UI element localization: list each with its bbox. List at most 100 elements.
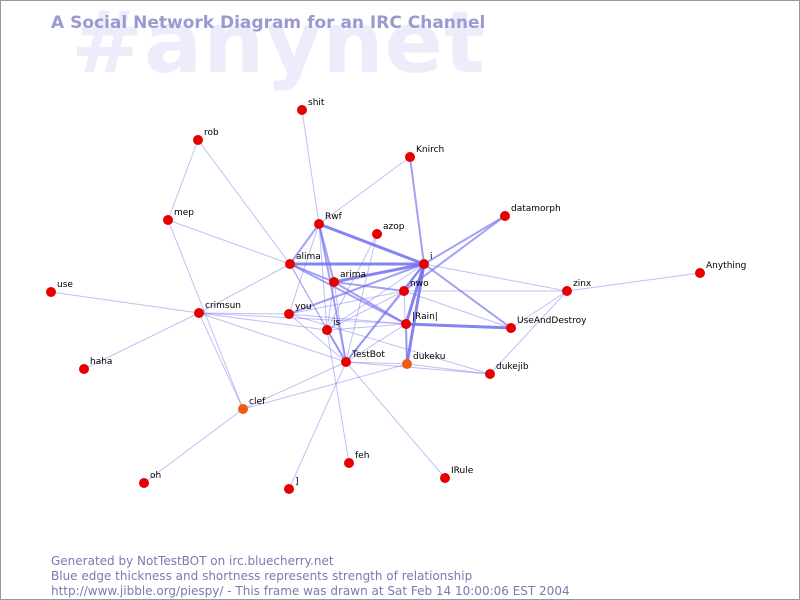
node-label-clef: clef [249, 397, 266, 407]
edge-arima-is [326, 281, 335, 331]
edge-clef-dukeku [242, 363, 408, 410]
edge-TestBot-bracket [288, 361, 347, 490]
node-oh: oh [139, 471, 161, 488]
node-label-use: use [57, 280, 73, 290]
node-TestBot: TestBot [341, 350, 385, 367]
edge-azop-is [326, 233, 378, 331]
edge-is-TestBot [326, 329, 347, 363]
node-label-bracket: ] [295, 477, 299, 487]
edge-Anything-zinx [566, 272, 701, 292]
node-dot-oh [139, 478, 149, 488]
node-clef: clef [238, 397, 266, 414]
node-label-UseAndDestroy: UseAndDestroy [517, 316, 587, 326]
edge-zinx-UseAndDestroy [510, 290, 568, 329]
node-label-crimsun: crimsun [205, 301, 241, 311]
node-dot-dukejib [485, 369, 495, 379]
footer: Generated by NotTestBOT on irc.bluecherr… [51, 554, 570, 599]
edge-nwo-TestBot [345, 290, 405, 363]
edge-Rain-UseAndDestroy [405, 322, 512, 330]
node-mep: mep [163, 208, 194, 225]
node-label-feh: feh [355, 451, 369, 461]
node-label-is: is [333, 318, 341, 328]
node-zinx: zinx [562, 279, 592, 296]
node-azop: azop [372, 222, 405, 239]
edge-i-is [326, 263, 425, 331]
node-label-alima: alima [296, 252, 321, 262]
node-dot-Knirch [405, 152, 415, 162]
edge-Rwf-alima [289, 223, 320, 265]
node-nwo: nwo [399, 279, 429, 296]
edge-layer [50, 109, 701, 490]
edge-rob-alima [197, 139, 291, 265]
node-dukeku: dukeku [402, 352, 445, 369]
node-label-TestBot: TestBot [351, 350, 385, 360]
footer-url-timestamp: http://www.jibble.org/piespy/ - This fra… [51, 584, 570, 598]
edge-i-you [288, 263, 425, 315]
node-dot-dukeku [402, 359, 412, 369]
edge-crimsun-TestBot [198, 312, 347, 363]
edge-Rain-TestBot [345, 323, 407, 363]
edge-crimsun-clef [198, 312, 244, 410]
edge-clef-oh [143, 408, 244, 484]
node-label-oh: oh [150, 471, 161, 481]
edge-i-dukeku [405, 263, 426, 365]
node-dot-nwo [399, 286, 409, 296]
node-dot-IRule [440, 473, 450, 483]
node-label-IRule: IRule [451, 466, 474, 476]
node-label-haha: haha [90, 357, 112, 367]
node-dot-arima [329, 277, 339, 287]
edge-i-TestBot [345, 263, 425, 363]
edge-is-feh [326, 329, 350, 464]
edge-Rain-is [326, 323, 407, 331]
edge-shit-Rwf [301, 109, 320, 225]
edge-Rwf-i [318, 222, 425, 266]
footer-generated-by: Generated by NotTestBOT on irc.bluecherr… [51, 554, 334, 568]
node-rob: rob [193, 128, 219, 145]
edge-crimsun-haha [83, 312, 200, 370]
node-dot-crimsun [194, 308, 204, 318]
node-dot-Rain [401, 319, 411, 329]
node-label-zinx: zinx [573, 279, 592, 289]
node-dot-Rwf [314, 219, 324, 229]
edge-crimsun-you [198, 312, 290, 315]
node-label-Rain: |Rain| [412, 312, 438, 322]
edge-i-UseAndDestroy [423, 263, 512, 329]
node-label-Rwf: Rwf [325, 212, 343, 222]
node-label-you: you [295, 302, 312, 312]
node-crimsun: crimsun [194, 301, 241, 318]
edge-crimsun-Rain [198, 312, 407, 325]
edge-TestBot-clef [242, 361, 347, 410]
node-dot-alima [285, 259, 295, 269]
edge-mep-alima [167, 219, 291, 265]
node-dot-Anything [695, 268, 705, 278]
node-dot-azop [372, 229, 382, 239]
edge-arima-nwo [333, 281, 405, 292]
edge-zinx-dukejib [489, 290, 568, 375]
node-label-azop: azop [383, 222, 405, 232]
node-dot-TestBot [341, 357, 351, 367]
edge-mep-clef [167, 219, 244, 410]
edge-TestBot-IRule [345, 361, 446, 479]
node-alima: alima [285, 252, 321, 269]
edge-alima-crimsun [198, 263, 291, 314]
edge-i-zinx [423, 263, 568, 292]
edge-Knirch-i [409, 156, 425, 265]
node-Anything: Anything [695, 261, 746, 278]
node-dot-UseAndDestroy [506, 323, 516, 333]
edge-alima-is [289, 263, 328, 331]
node-bracket: ] [284, 477, 299, 494]
node-label-Knirch: Knirch [416, 145, 444, 155]
node-shit: shit [297, 98, 325, 115]
node-is: is [322, 318, 341, 335]
edge-you-dukejib [288, 313, 491, 375]
edge-rob-mep [167, 139, 199, 221]
node-dot-haha [79, 364, 89, 374]
node-Rwf: Rwf [314, 212, 343, 229]
diagram-title: A Social Network Diagram for an IRC Chan… [51, 13, 486, 33]
node-dot-feh [344, 458, 354, 468]
edge-you-Rain [288, 313, 407, 325]
node-dot-bracket [284, 484, 294, 494]
channel-watermark: #anynet [71, 0, 487, 93]
